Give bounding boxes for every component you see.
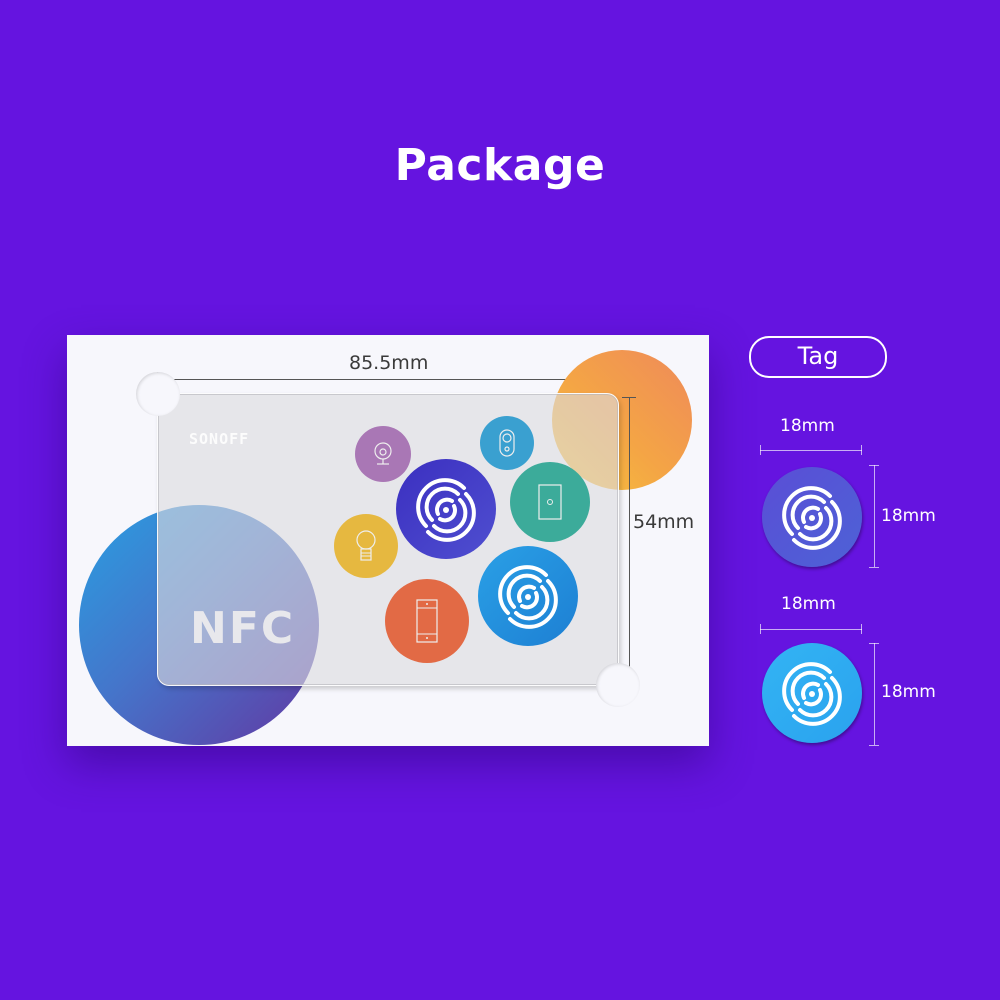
tag-2-width-cap-right bbox=[861, 624, 862, 634]
tag-2-width-cap-left bbox=[760, 624, 761, 634]
width-dimension-label: 85.5mm bbox=[349, 352, 429, 374]
tag-2-height-label: 18mm bbox=[881, 682, 936, 702]
tag-1-height-cap-top bbox=[869, 465, 879, 466]
blue-nfc-tag bbox=[762, 643, 862, 743]
height-dimension-cap-top bbox=[622, 397, 636, 398]
tag-1-width-line bbox=[760, 450, 862, 451]
nfc-wave-icon bbox=[782, 486, 842, 550]
tag-1-height-line bbox=[874, 465, 875, 567]
tag-section-label: Tag bbox=[749, 336, 887, 378]
tag-2-height-cap-bottom bbox=[869, 745, 879, 746]
tag-1-height-label: 18mm bbox=[881, 506, 936, 526]
wall-switch-icon bbox=[510, 462, 590, 542]
card-notch-top-left bbox=[136, 372, 180, 416]
purple-nfc-tag bbox=[762, 467, 862, 567]
smart-plug-icon bbox=[480, 416, 534, 470]
sonoff-logo: SONOFF bbox=[189, 430, 250, 448]
tag-2-height-line bbox=[874, 643, 875, 745]
nfc-wave-icon bbox=[396, 459, 496, 559]
tag-2-width-line bbox=[760, 629, 862, 630]
tag-1-width-cap-right bbox=[861, 445, 862, 455]
tag-1-width-label: 18mm bbox=[780, 416, 835, 436]
tag-2-width-label: 18mm bbox=[781, 594, 836, 614]
width-dimension-line bbox=[157, 379, 611, 380]
height-dimension-line bbox=[629, 397, 630, 681]
card-notch-bottom-right bbox=[596, 663, 640, 707]
nfc-wave-icon bbox=[478, 546, 578, 646]
nfc-wave-icon bbox=[782, 662, 842, 726]
nfc-label: NFC bbox=[190, 603, 296, 654]
tag-2-height-cap-top bbox=[869, 643, 879, 644]
height-dimension-label: 54mm bbox=[633, 511, 695, 533]
camera-icon bbox=[355, 426, 411, 482]
package-card: 85.5mm 54mm SONOFF NFC bbox=[67, 335, 709, 746]
light-bulb-icon bbox=[334, 514, 398, 578]
page-title: Package bbox=[394, 140, 606, 191]
curtain-switch-icon bbox=[385, 579, 469, 663]
tag-1-width-cap-left bbox=[760, 445, 761, 455]
tag-1-height-cap-bottom bbox=[869, 567, 879, 568]
